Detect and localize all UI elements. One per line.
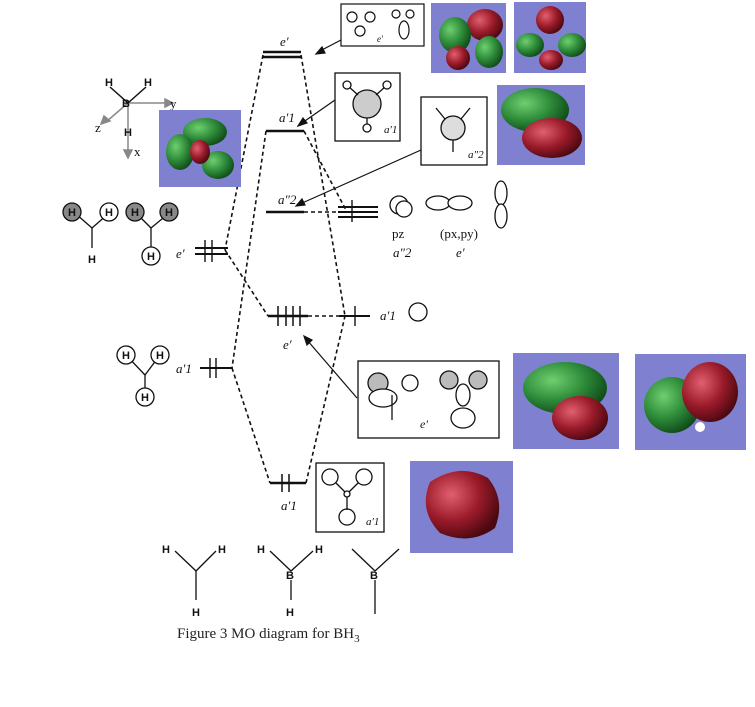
svg-text:H: H (286, 607, 294, 619)
figure-caption: Figure 3 MO diagram for BH3 (177, 626, 360, 645)
inset-top-label: e′ (377, 34, 384, 44)
label-e-prime-bonding: e′ (283, 337, 292, 352)
inset-e-lower (357, 360, 500, 439)
axis-h1: H (105, 77, 113, 89)
inset-a1-lower-label: a′1 (366, 516, 379, 528)
svg-text:H: H (156, 350, 164, 362)
label-e-prime-top: e′ (280, 34, 289, 49)
inset-a2 (420, 96, 488, 166)
label-pxpy-symmetry: e′ (456, 245, 465, 260)
inset-a1-upper (334, 72, 401, 142)
svg-text:H: H (68, 207, 76, 219)
svg-text:H: H (218, 544, 226, 556)
mo-render-6 (635, 354, 746, 450)
svg-text:H: H (315, 544, 323, 556)
axis-x-label: x (134, 144, 141, 159)
svg-text:H: H (122, 350, 130, 362)
inset-top-e (340, 3, 425, 47)
caption-text: Figure 3 MO diagram for BH (177, 626, 355, 642)
svg-text:H: H (257, 544, 265, 556)
inset-a1-upper-label: a′1 (384, 124, 397, 136)
inset-a1-lower (315, 462, 385, 533)
label-a2-double-prime: a″2 (278, 192, 297, 207)
axis-h2: H (144, 77, 152, 89)
axis-inset (99, 86, 175, 160)
h3-fragment-e (62, 202, 179, 407)
mo-levels (263, 50, 308, 485)
axis-y-label: y (170, 96, 177, 111)
label-a1-prime-bonding: a′1 (281, 498, 297, 513)
svg-text:H: H (105, 207, 113, 219)
svg-text:B: B (286, 570, 294, 582)
label-pxpy: (px,py) (440, 226, 478, 241)
p-orbital-icons (389, 180, 508, 229)
label-left-e-prime: e′ (176, 246, 185, 261)
pointer-arrows (294, 39, 422, 399)
label-pz-symmetry: a″2 (393, 245, 412, 260)
h-atom-labels: H H H H H H H H H (68, 207, 173, 404)
svg-text:H: H (88, 254, 96, 266)
bottom-structures (174, 548, 400, 614)
mo-render-3 (514, 2, 586, 73)
label-pz: pz (392, 226, 405, 241)
svg-text:H: H (192, 607, 200, 619)
svg-text:H: H (131, 207, 139, 219)
label-right-a1-prime: a′1 (380, 308, 396, 323)
svg-text:H: H (147, 251, 155, 263)
svg-text:H: H (162, 544, 170, 556)
correlation-lines (224, 54, 347, 484)
s-orbital-icon (408, 302, 428, 322)
electron-arrows (277, 306, 301, 492)
mo-render-2 (431, 3, 506, 73)
caption-subscript: 3 (354, 633, 360, 645)
inset-a2-label: a″2 (468, 149, 484, 161)
axis-h3: H (124, 127, 132, 139)
bottom-atom-labels: H H H H H B H B (162, 544, 378, 619)
inset-e-lower-label: e′ (420, 417, 428, 431)
label-a1-prime-upper: a′1 (279, 110, 295, 125)
label-left-a1-prime: a′1 (176, 361, 192, 376)
axis-z-label: z (95, 120, 101, 135)
mo-render-4 (497, 85, 585, 165)
mo-render-1 (159, 110, 241, 187)
svg-text:B: B (370, 570, 378, 582)
mo-render-7 (410, 461, 513, 553)
svg-text:H: H (141, 392, 149, 404)
axis-b: B (122, 98, 130, 110)
svg-text:H: H (165, 207, 173, 219)
mo-render-5 (513, 353, 619, 449)
